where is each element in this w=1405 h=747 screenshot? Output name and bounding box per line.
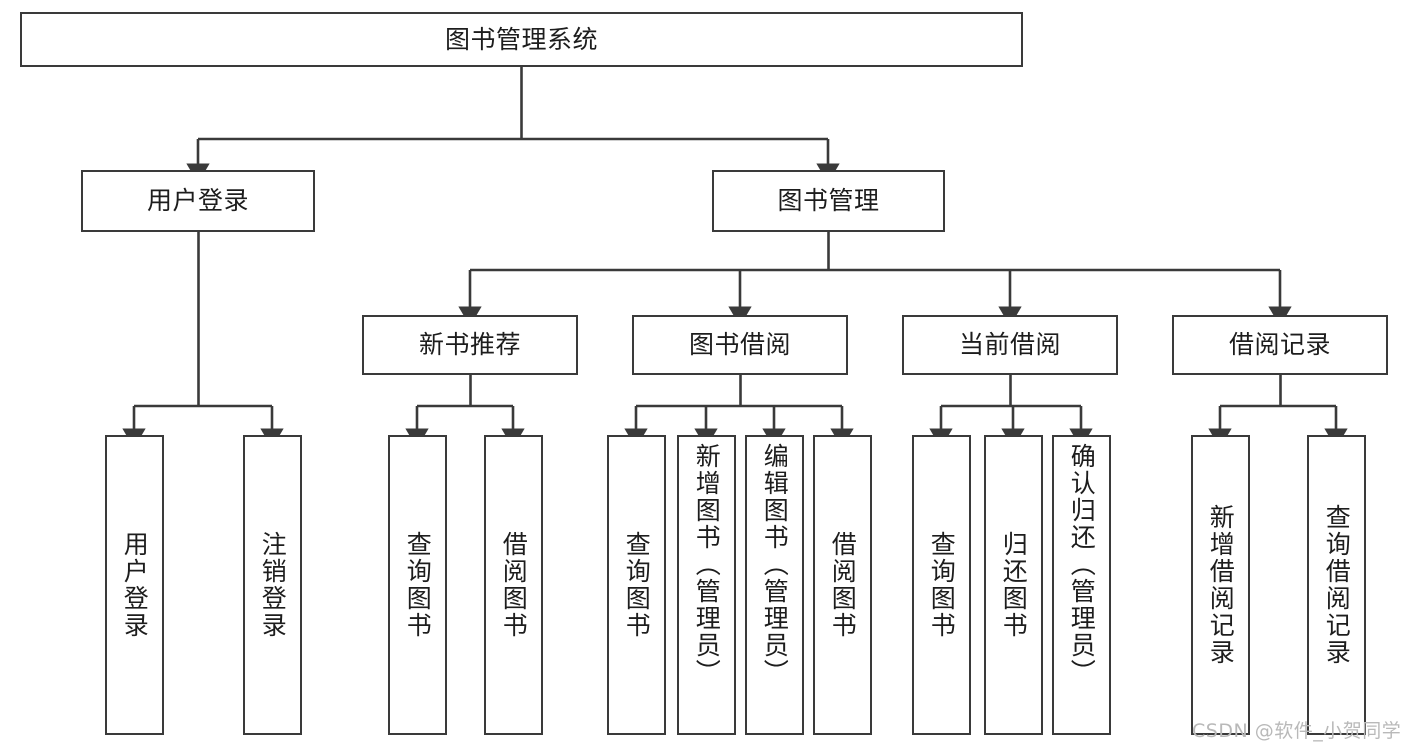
- node-label: 用户登录: [120, 531, 150, 639]
- node-borrow-record[interactable]: 借阅记录: [1172, 315, 1388, 375]
- leaf-confirm-return-admin[interactable]: 确认归还（管理员）: [1052, 435, 1111, 735]
- node-label: 图书管理: [777, 186, 880, 216]
- node-label: 确认归还（管理员）: [1067, 443, 1097, 686]
- leaf-return-book[interactable]: 归还图书: [984, 435, 1043, 735]
- node-book-borrow[interactable]: 图书借阅: [632, 315, 848, 375]
- node-label: 当前借阅: [958, 330, 1061, 360]
- node-book-management[interactable]: 图书管理: [712, 170, 945, 232]
- leaf-borrow-book[interactable]: 借阅图书: [813, 435, 872, 735]
- node-label: 新增图书（管理员）: [692, 443, 722, 686]
- node-label: 图书管理系统: [444, 24, 598, 54]
- leaf-query-book-recommend[interactable]: 查询图书: [388, 435, 447, 735]
- node-new-book-recommend[interactable]: 新书推荐: [362, 315, 578, 375]
- node-label: 借阅图书: [828, 531, 858, 639]
- leaf-add-book-admin[interactable]: 新增图书（管理员）: [677, 435, 736, 735]
- node-label: 借阅记录: [1228, 330, 1331, 360]
- node-label: 新增借阅记录: [1206, 504, 1236, 666]
- leaf-borrow-book-recommend[interactable]: 借阅图书: [484, 435, 543, 735]
- leaf-query-book-borrow[interactable]: 查询图书: [607, 435, 666, 735]
- leaf-logout[interactable]: 注销登录: [243, 435, 302, 735]
- leaf-user-login[interactable]: 用户登录: [105, 435, 164, 735]
- node-label: 查询图书: [403, 531, 433, 639]
- node-label: 借阅图书: [499, 531, 529, 639]
- node-user-login[interactable]: 用户登录: [81, 170, 315, 232]
- node-label: 编辑图书（管理员）: [760, 443, 790, 686]
- node-label: 图书借阅: [688, 330, 791, 360]
- leaf-query-borrow-record[interactable]: 查询借阅记录: [1307, 435, 1366, 735]
- leaf-query-book-current[interactable]: 查询图书: [912, 435, 971, 735]
- node-label: 新书推荐: [418, 330, 521, 360]
- node-label: 查询图书: [927, 531, 957, 639]
- leaf-edit-book-admin[interactable]: 编辑图书（管理员）: [745, 435, 804, 735]
- leaf-add-borrow-record[interactable]: 新增借阅记录: [1191, 435, 1250, 735]
- node-current-borrow[interactable]: 当前借阅: [902, 315, 1118, 375]
- node-label: 用户登录: [146, 186, 249, 216]
- node-root-book-management-system[interactable]: 图书管理系统: [20, 12, 1023, 67]
- node-label: 注销登录: [258, 531, 288, 639]
- node-label: 归还图书: [999, 531, 1029, 639]
- node-label: 查询借阅记录: [1322, 504, 1352, 666]
- node-label: 查询图书: [622, 531, 652, 639]
